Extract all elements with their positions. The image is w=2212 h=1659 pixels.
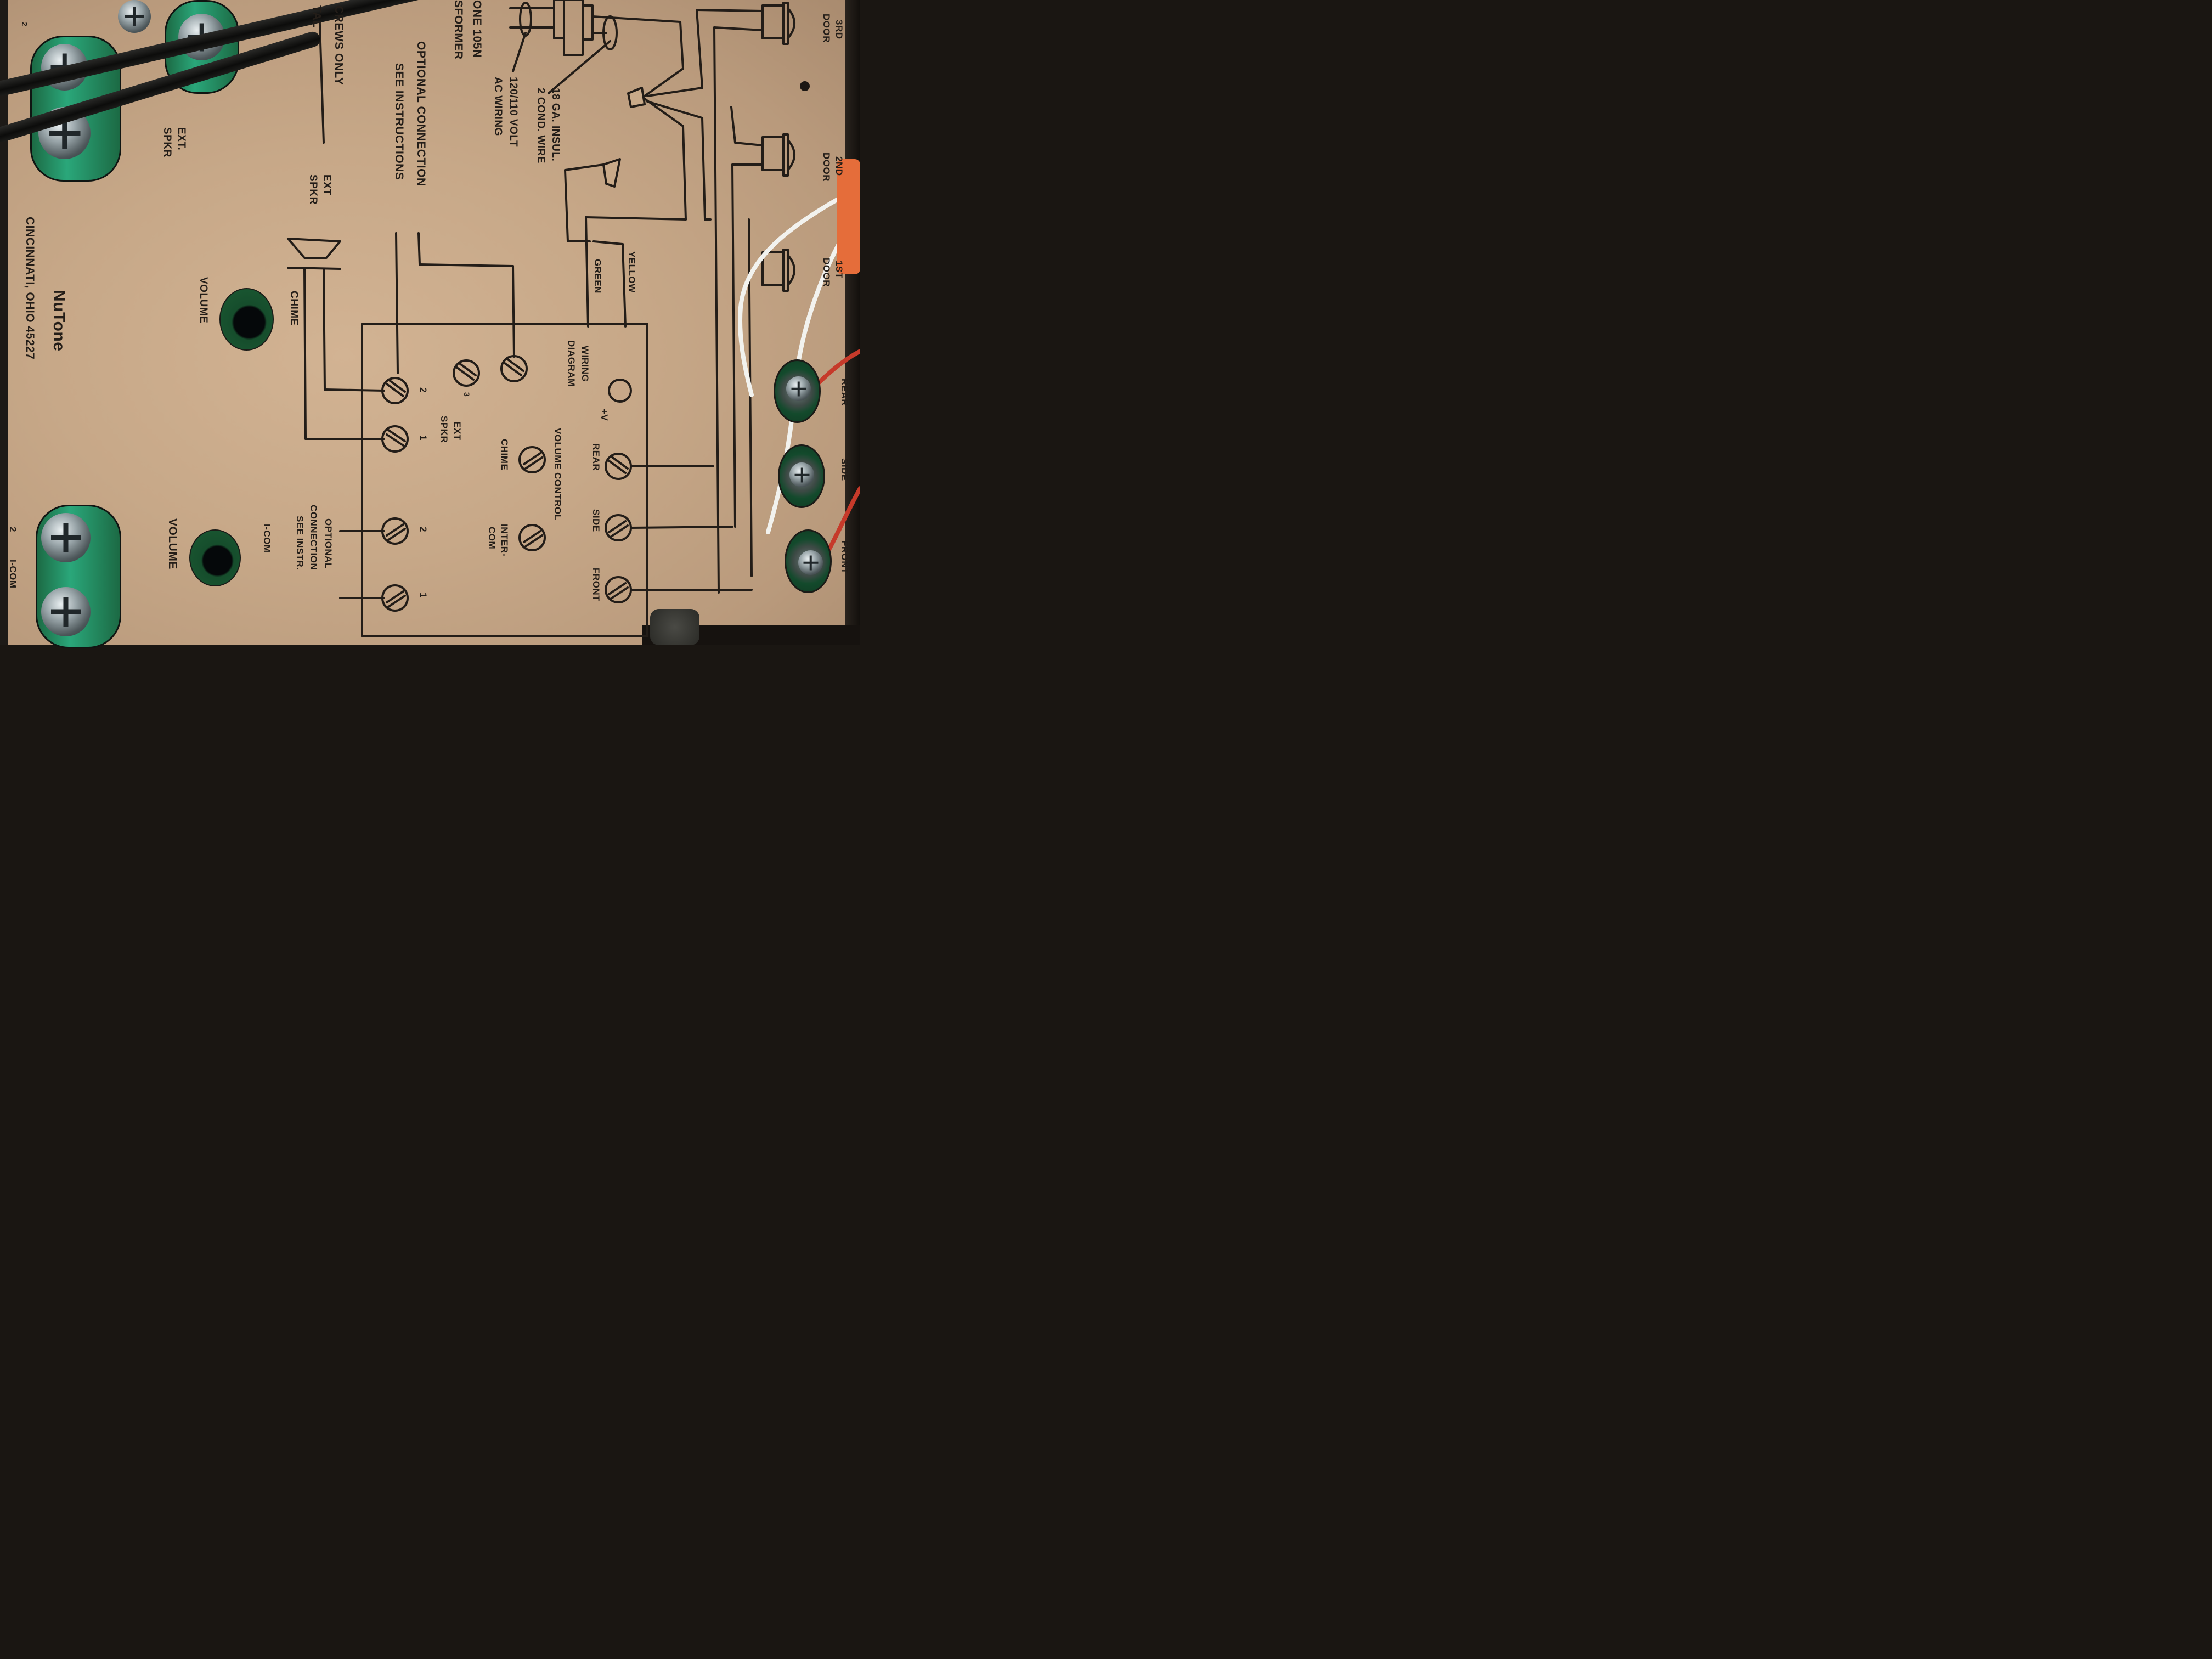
speaker-symbol: [287, 238, 341, 259]
warning-label-2: TAL: [311, 5, 323, 28]
yellow-wire-label: YELLOW: [627, 251, 637, 293]
diagram-terminal-rear-label: REAR: [591, 443, 601, 471]
ext-spkr-symbol-label-2: SPKR: [307, 174, 319, 205]
terminal-number-3: 3: [462, 392, 471, 397]
door-2nd-label-2: DOOR: [821, 153, 832, 182]
wire-nut-1: [627, 87, 646, 108]
diagram-ext-spkr-label-1: EXT: [452, 421, 462, 441]
vc-chime-label: CHIME: [499, 439, 510, 471]
ext-spkr-symbol-label-1: EXT: [321, 174, 332, 196]
icom-terminal-label: I-COM: [8, 560, 18, 589]
orange-wire-nut: [837, 159, 860, 274]
terminal-front[interactable]: [785, 529, 832, 593]
warning-label: CREWS ONLY: [332, 5, 345, 86]
left-terminal-number: 2: [20, 22, 29, 27]
volume-control-label: VOLUME CONTROL: [552, 428, 563, 521]
wiring-diagram-title-1: WIRING: [580, 346, 590, 382]
terminal-side[interactable]: [778, 444, 825, 508]
diagram-ext-spkr-label-2: SPKR: [439, 416, 449, 443]
grommet: [650, 609, 699, 645]
optional-connection-label: OPTIONAL CONNECTION: [415, 41, 427, 187]
icom-optional-label-3: SEE INSTR.: [295, 516, 305, 571]
screw-icon: [789, 462, 814, 487]
wire-gauge-label-2: 2 COND. WIRE: [535, 88, 546, 163]
screw-icon[interactable]: [41, 513, 91, 562]
wiring-diagram-title-2: DIAGRAM: [566, 340, 577, 387]
transformer-body: [563, 0, 584, 56]
mounting-hole: [800, 81, 810, 91]
door-button-2nd: [761, 133, 795, 177]
door-1st-label-2: DOOR: [821, 258, 832, 287]
brand-name: NuTone: [50, 290, 68, 352]
door-3rd-label-2: DOOR: [821, 14, 832, 43]
terminal-rear[interactable]: [774, 359, 821, 423]
icom-optional-label-1: OPTIONAL: [323, 518, 334, 569]
brand-address: CINCINNATI, OHIO 45227: [24, 217, 36, 360]
ext-spkr-terminal-label-2: SPKR: [161, 127, 173, 157]
right-terminal-rear-label: REAR: [839, 379, 850, 407]
chime-label: CHIME: [288, 291, 300, 326]
housing-edge-right: [845, 0, 860, 645]
ac-voltage-label-2: AC WIRING: [492, 77, 504, 136]
screw-icon[interactable]: [41, 587, 91, 636]
chime-volume-knob[interactable]: [219, 288, 274, 351]
see-instructions-label: SEE INSTRUCTIONS: [393, 63, 405, 180]
chime-volume-label: VOLUME: [198, 277, 209, 324]
door-button-1st: [761, 249, 795, 292]
transformer-label-1: ONE 105N: [471, 0, 483, 58]
right-terminal-side-label: SIDE: [839, 458, 850, 481]
icom-volume-knob[interactable]: [189, 529, 241, 586]
icom-optional-label-2: CONNECTION: [308, 505, 319, 571]
icom-volume-label: VOLUME: [166, 518, 179, 569]
screw-icon[interactable]: [118, 0, 151, 33]
icom-terminal-number: 2: [8, 527, 18, 532]
green-wire-label: GREEN: [592, 259, 603, 294]
terminal-number-1-spkr: 1: [418, 435, 428, 441]
door-1st-label-1: 1ST: [834, 261, 844, 279]
ac-voltage-label-1: 120/110 VOLT: [507, 77, 519, 148]
icom-label: I-COM: [262, 524, 272, 553]
housing-edge-left: [0, 0, 8, 645]
transformer-label-2: SFORMER: [452, 0, 465, 60]
terminal-number-1-icom: 1: [418, 592, 428, 598]
photo-scene: ONE 105N SFORMER CREWS ONLY TAL 18 GA. I…: [0, 0, 860, 648]
diagram-terminals: [381, 355, 632, 612]
door-3rd-label-1: 3RD: [834, 20, 844, 40]
vc-intercom-label-1: INTER-: [499, 524, 510, 557]
plus-v-label: +V: [599, 409, 610, 421]
diagram-terminal-front-label: FRONT: [591, 568, 601, 602]
right-terminal-front-label: FRONT: [839, 540, 850, 574]
terminal-number-2-spkr: 2: [418, 387, 428, 393]
door-button-3rd: [761, 2, 795, 45]
wire-nut-2: [602, 158, 621, 188]
screw-icon: [786, 376, 811, 401]
diagram-box: [361, 323, 648, 637]
ext-spkr-terminal-label-1: EXT.: [176, 127, 187, 151]
wire-gauge-label-1: 18 GA. INSUL.: [550, 88, 561, 162]
door-2nd-label-1: 2ND: [834, 156, 844, 176]
terminal-number-2-icom: 2: [418, 527, 428, 532]
screw-icon: [798, 550, 823, 575]
vc-intercom-label-2: COM: [487, 527, 497, 550]
diagram-terminal-side-label: SIDE: [591, 509, 601, 532]
